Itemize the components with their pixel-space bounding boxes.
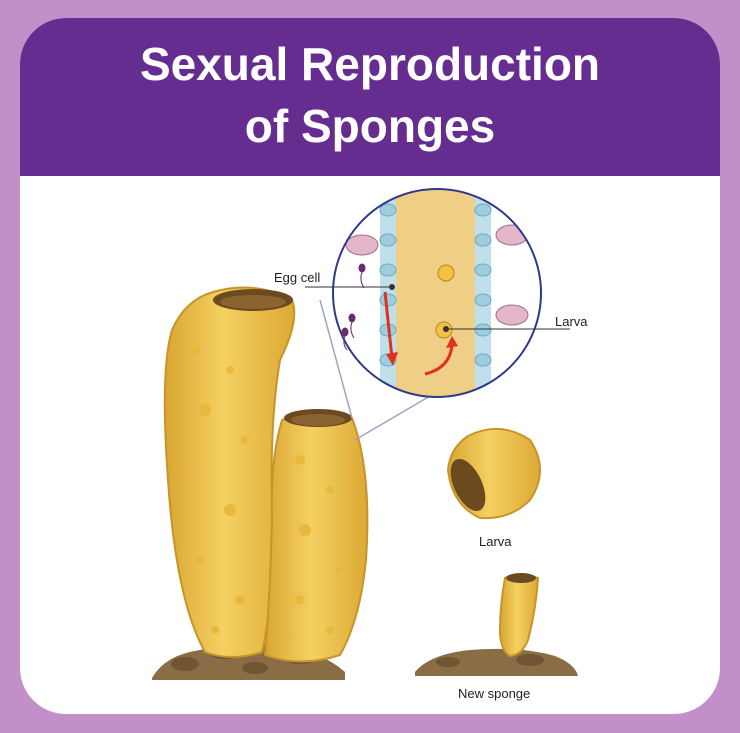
- larva-inset-label: Larva: [555, 314, 588, 329]
- larva-opening: [450, 458, 486, 512]
- diagram-card: Sexual Reproduction of Sponges: [20, 18, 720, 714]
- title-banner: Sexual Reproduction of Sponges: [20, 18, 720, 176]
- tall-sponge-body: [163, 286, 296, 658]
- title-line-2: of Sponges: [244, 100, 496, 152]
- short-sponge-body: [263, 410, 369, 663]
- inset-magnifier-ring: [332, 188, 542, 398]
- sponge-pores: [185, 345, 344, 634]
- sperm-cells: [341, 263, 366, 351]
- zoom-line-2: [354, 395, 431, 441]
- title-line-1: Sexual Reproduction: [139, 38, 601, 90]
- new-sponge-body: [498, 574, 540, 658]
- new-sponge-osculum: [506, 573, 536, 583]
- larva-release-arrow: [424, 344, 454, 376]
- egg-cell-label: Egg cell: [274, 270, 321, 285]
- larva-label: Larva: [479, 534, 512, 549]
- new-sponge-label: New sponge: [458, 686, 531, 701]
- sperm-path-arrow: [383, 291, 394, 359]
- soil-pebbles-small: [436, 654, 544, 667]
- inset-magnified-wall: [333, 189, 541, 397]
- zoom-line-1: [319, 299, 353, 419]
